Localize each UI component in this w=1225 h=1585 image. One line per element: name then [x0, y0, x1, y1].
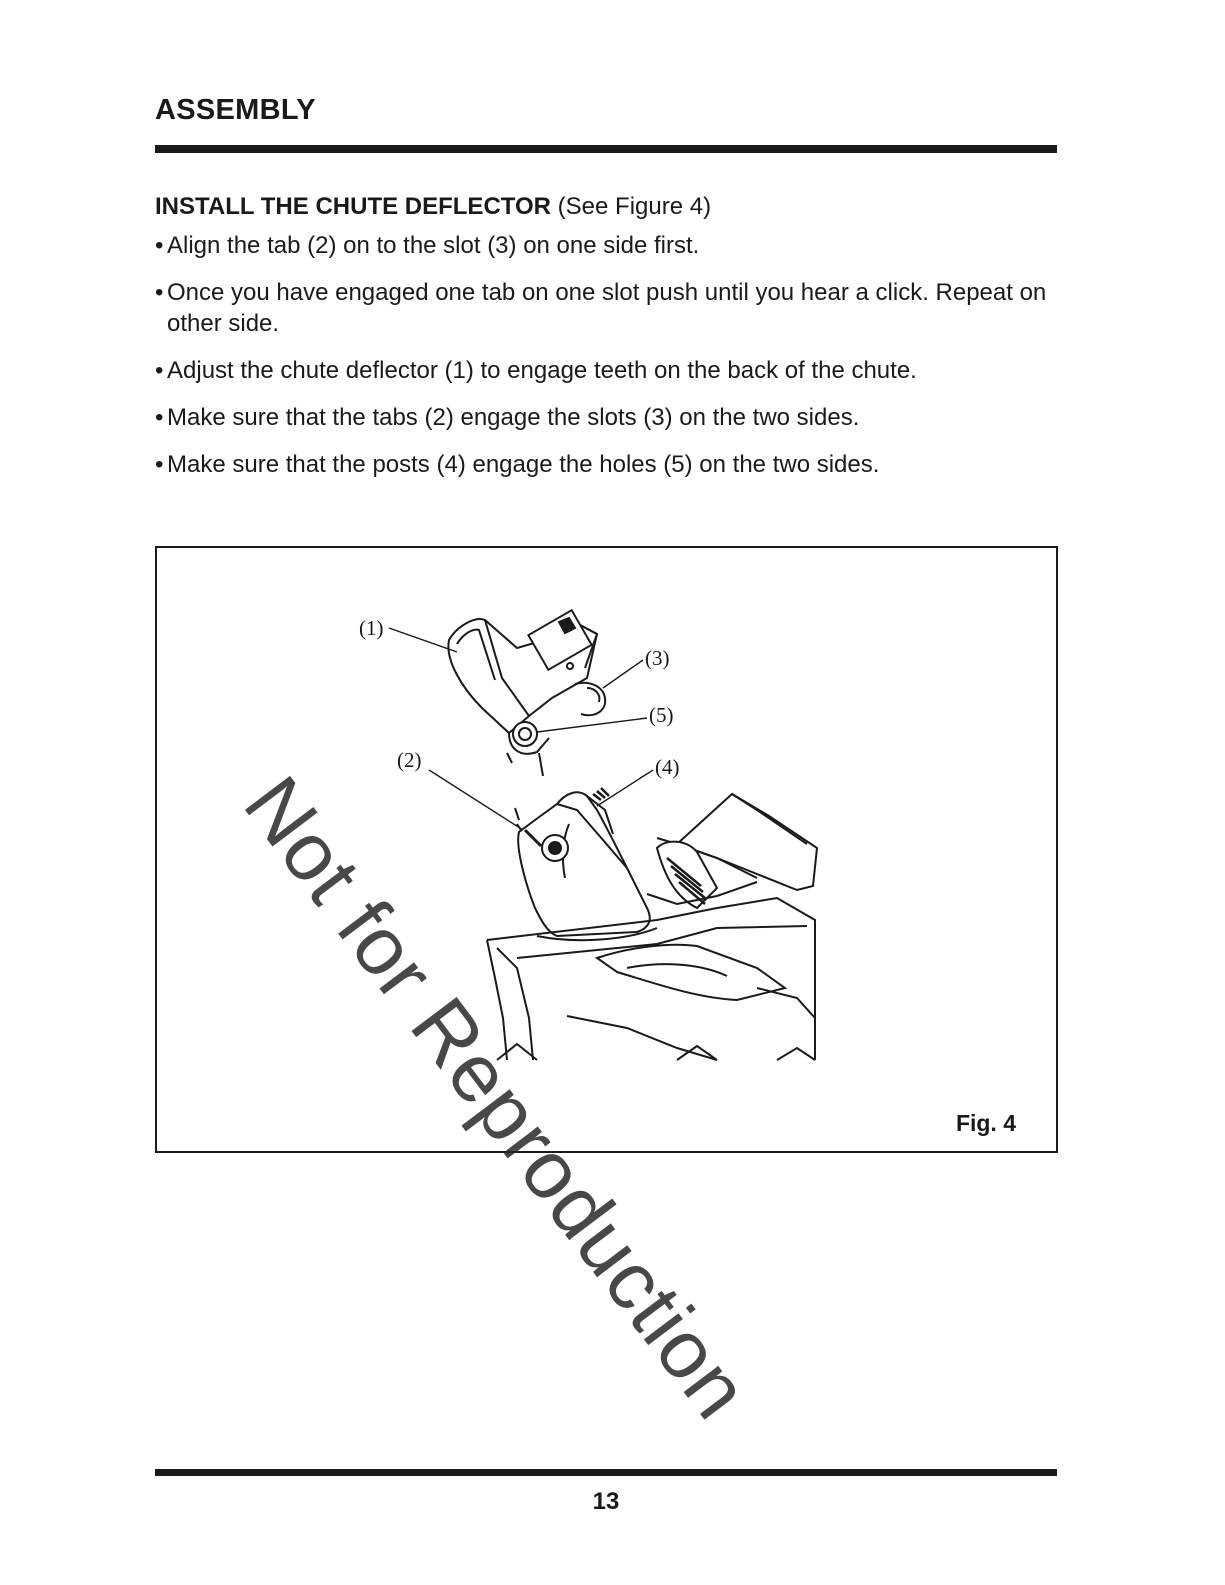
chute-deflector-part [447, 608, 607, 777]
instruction-item: •Align the tab (2) on to the slot (3) on… [155, 232, 700, 259]
footer-rule [155, 1469, 1057, 1476]
section-heading: INSTALL THE CHUTE DEFLECTOR (See Figure … [155, 193, 711, 221]
instruction-item: •Once you have engaged one tab on one sl… [155, 279, 1047, 337]
instruction-item: •Adjust the chute deflector (1) to engag… [155, 357, 917, 384]
chute-deflector-illustration: (1) (2) (3) (4) (5) [359, 608, 819, 1061]
callout-4: (4) [655, 755, 680, 779]
header-rule [155, 145, 1057, 153]
callout-5: (5) [649, 703, 674, 727]
instruction-item: •Make sure that the posts (4) engage the… [155, 451, 880, 478]
section-heading-bold: INSTALL THE CHUTE DEFLECTOR [155, 193, 551, 220]
page-number: 13 [592, 1488, 620, 1515]
figure-4: (1) (2) (3) (4) (5) Fig. 4 [155, 546, 1058, 1153]
callout-2: (2) [397, 748, 422, 772]
callout-leaders [388, 627, 654, 831]
instruction-item: •Make sure that the tabs (2) engage the … [155, 404, 860, 431]
page-title: ASSEMBLY [155, 94, 316, 126]
callout-1: (1) [359, 616, 384, 640]
chute-base-part [514, 787, 658, 942]
section-heading-ref: (See Figure 4) [551, 193, 712, 220]
machine-body-part [486, 792, 819, 1061]
callout-3: (3) [645, 646, 670, 670]
figure-caption: Fig. 4 [955, 1110, 1016, 1136]
instruction-list: •Align the tab (2) on to the slot (3) on… [155, 230, 1055, 496]
